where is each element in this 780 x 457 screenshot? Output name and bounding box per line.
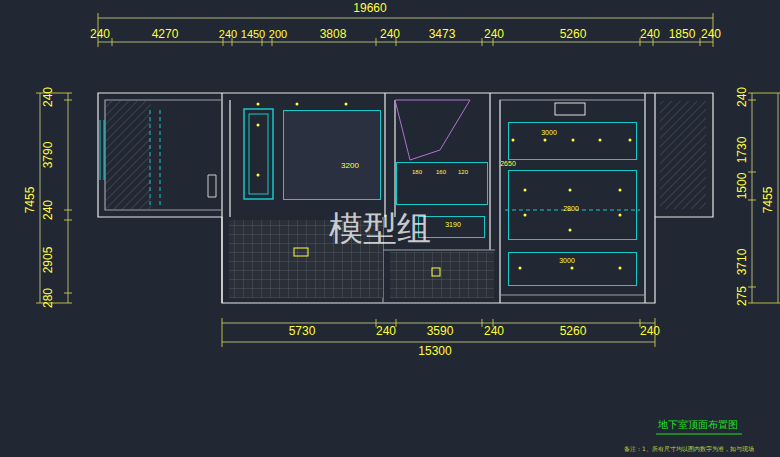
dimension-text: 1500: [736, 173, 748, 200]
dimension-text: 3710: [736, 249, 748, 276]
dimension-text: 7455: [24, 187, 36, 214]
ceiling-panel: 2800: [508, 170, 637, 240]
dimension-text: 3790: [42, 142, 54, 169]
dimension-text: 1850: [669, 28, 696, 40]
drawing-title: 地下室顶面布置图: [658, 420, 738, 430]
dimension-text: 5260: [560, 325, 587, 337]
dimension-text: 240: [376, 325, 396, 337]
dimension-text: 240: [90, 28, 110, 40]
dimension-text: 2800: [563, 205, 579, 212]
dimension-text: 200: [269, 29, 287, 40]
dimension-text: 4270: [152, 28, 179, 40]
dimension-text: 240: [484, 325, 504, 337]
dimension-text: 3000: [541, 129, 557, 136]
dimension-text: 3808: [320, 28, 347, 40]
dimension-text: 7455: [762, 187, 774, 214]
dimension-text: 3200: [341, 162, 359, 170]
dimension-text: 120: [458, 169, 468, 175]
ceiling-panel: 3000: [508, 122, 637, 160]
dimension-text: 240: [42, 87, 54, 107]
dimension-text: 240: [380, 28, 400, 40]
dimension-text: 240: [640, 325, 660, 337]
dimension-text: 5730: [289, 325, 316, 337]
dimension-text: 240: [701, 28, 721, 40]
dimension-text: 240: [484, 28, 504, 40]
dimension-text: 160: [436, 169, 446, 175]
dimension-text: 19660: [353, 2, 386, 14]
dimension-text: 3190: [445, 221, 461, 228]
dimension-text: 240: [42, 200, 54, 220]
dimension-text: 5260: [560, 28, 587, 40]
dimension-text: 3000: [559, 257, 575, 264]
dimension-text: 180: [412, 169, 422, 175]
dimension-text: 240: [640, 28, 660, 40]
dimension-text: 1450: [241, 29, 265, 40]
dimension-text: 1730: [736, 137, 748, 164]
dimension-text: 275: [736, 286, 748, 306]
dimension-text: 240: [219, 29, 237, 40]
dimension-text: 240: [736, 87, 748, 107]
ceiling-panel: 3000: [508, 252, 637, 286]
dimension-text: 3590: [427, 325, 454, 337]
ceiling-panel: 3200: [283, 110, 381, 200]
dimension-text: 3473: [429, 28, 456, 40]
ceiling-panel: 180 160 120: [396, 162, 488, 205]
note: 备注：1、所有尺寸均以图内数字为准，如与现场: [624, 446, 754, 452]
dimension-text: 2650: [500, 160, 516, 167]
dimension-text: 15300: [418, 345, 451, 357]
dimension-text: 2905: [42, 247, 54, 274]
watermark: 模型组: [329, 211, 431, 245]
dimension-text: 280: [42, 288, 54, 308]
